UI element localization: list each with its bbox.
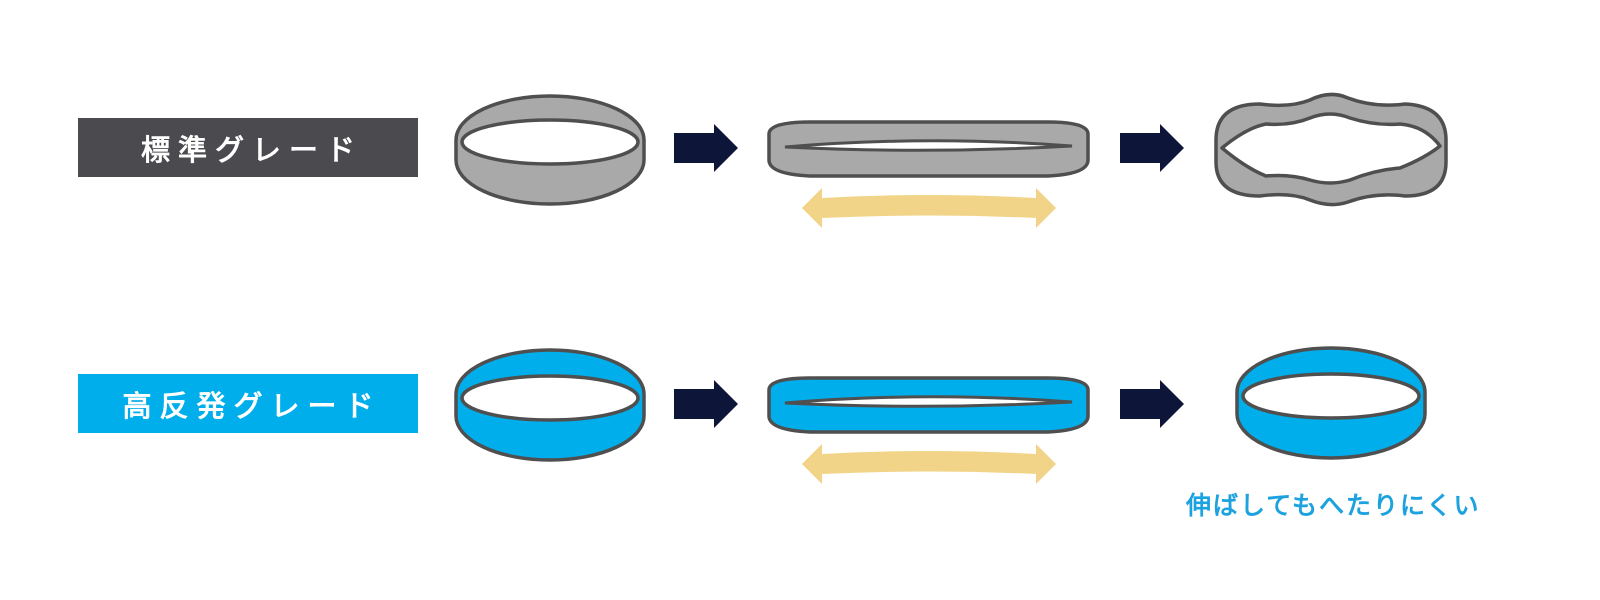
label-standard-grade: 標準グレード (78, 118, 418, 177)
note-text: 伸ばしてもへたりにくい (1186, 491, 1481, 520)
band-high-relaxed (454, 348, 646, 462)
band-standard-deformed (1214, 92, 1448, 207)
label-high-rebound-grade: 高反発グレード (78, 374, 418, 433)
row-high-rebound (454, 346, 1427, 484)
right-arrow-icon (1120, 380, 1184, 428)
double-arrow-icon (802, 188, 1056, 228)
band-high-stretched (767, 376, 1090, 434)
right-arrow-icon (674, 380, 738, 428)
row-standard (454, 92, 1448, 228)
right-arrow-icon (674, 124, 738, 172)
right-arrow-icon (1120, 124, 1184, 172)
band-high-restored (1235, 346, 1427, 460)
band-standard-relaxed (454, 94, 646, 206)
band-standard-stretched (767, 120, 1090, 178)
double-arrow-icon (802, 444, 1056, 484)
